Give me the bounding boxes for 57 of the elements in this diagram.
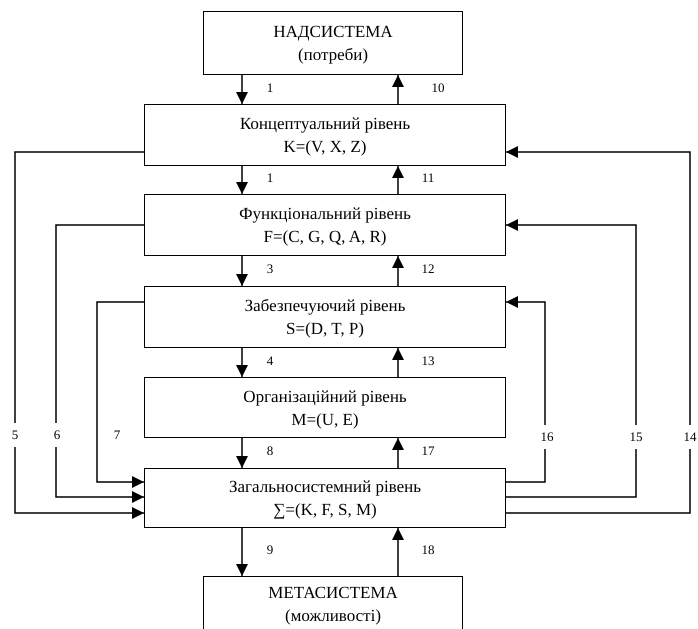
level-title: Забезпечуючий рівень [244,295,406,317]
level-box [203,576,463,629]
arrow [236,438,248,468]
level-box [144,104,506,166]
edge-label: 15 [630,425,642,449]
level-box [144,377,506,438]
level-formula: ∑=(K, F, S, M) [273,499,377,521]
edge-label: 14 [684,425,696,449]
level-title: Функціональний рівень [239,203,411,225]
level-formula: S=(D, T, P) [286,318,364,340]
level-formula: M=(U, E) [291,408,359,430]
edge-label: 1 [266,80,274,94]
level-formula: (потреби) [298,44,368,66]
edge-label: 4 [266,354,274,368]
edge-label: 7 [114,428,120,442]
level-box [144,286,506,348]
level-title: Загальносистемний рівень [229,476,421,498]
level-formula: K=(V, X, Z) [284,136,366,158]
arrow [506,146,691,514]
level-box [203,11,463,75]
arrow [506,219,637,498]
edge-label: 3 [266,262,274,276]
arrow [392,75,404,104]
level-title: НАДСИСТЕМА [273,21,393,43]
arrow [236,528,248,576]
arrow [55,224,144,503]
level-box [144,194,506,256]
arrow [236,166,248,194]
edge-label: 11 [422,171,434,185]
edge-label: 18 [422,543,434,557]
edge-label: 13 [422,354,434,368]
arrow [236,348,248,377]
arrow [392,348,404,377]
edge-label: 8 [266,444,274,458]
arrow [96,301,144,488]
level-formula: (можливості) [284,605,381,627]
arrow [392,438,404,468]
edge-label: 5 [12,423,18,447]
edge-label: 12 [422,262,434,276]
arrow [506,296,546,483]
arrow [392,256,404,286]
edge-label: 17 [422,444,434,458]
level-formula: F=(C, G, Q, A, R) [264,226,386,248]
level-box [144,468,506,528]
arrow [14,151,144,519]
arrow [236,256,248,286]
level-title: Концептуальний рівень [240,113,410,135]
edge-label: 6 [54,423,60,447]
arrow [236,75,248,104]
level-title: МЕТАСИСТЕМА [268,582,398,604]
arrow [392,166,404,194]
edge-label: 9 [266,543,274,557]
edge-label: 10 [432,80,444,94]
level-title: Організаційний рівень [243,386,407,408]
edge-label: 1 [266,171,274,185]
arrow [392,528,404,576]
edge-label: 16 [540,425,554,449]
